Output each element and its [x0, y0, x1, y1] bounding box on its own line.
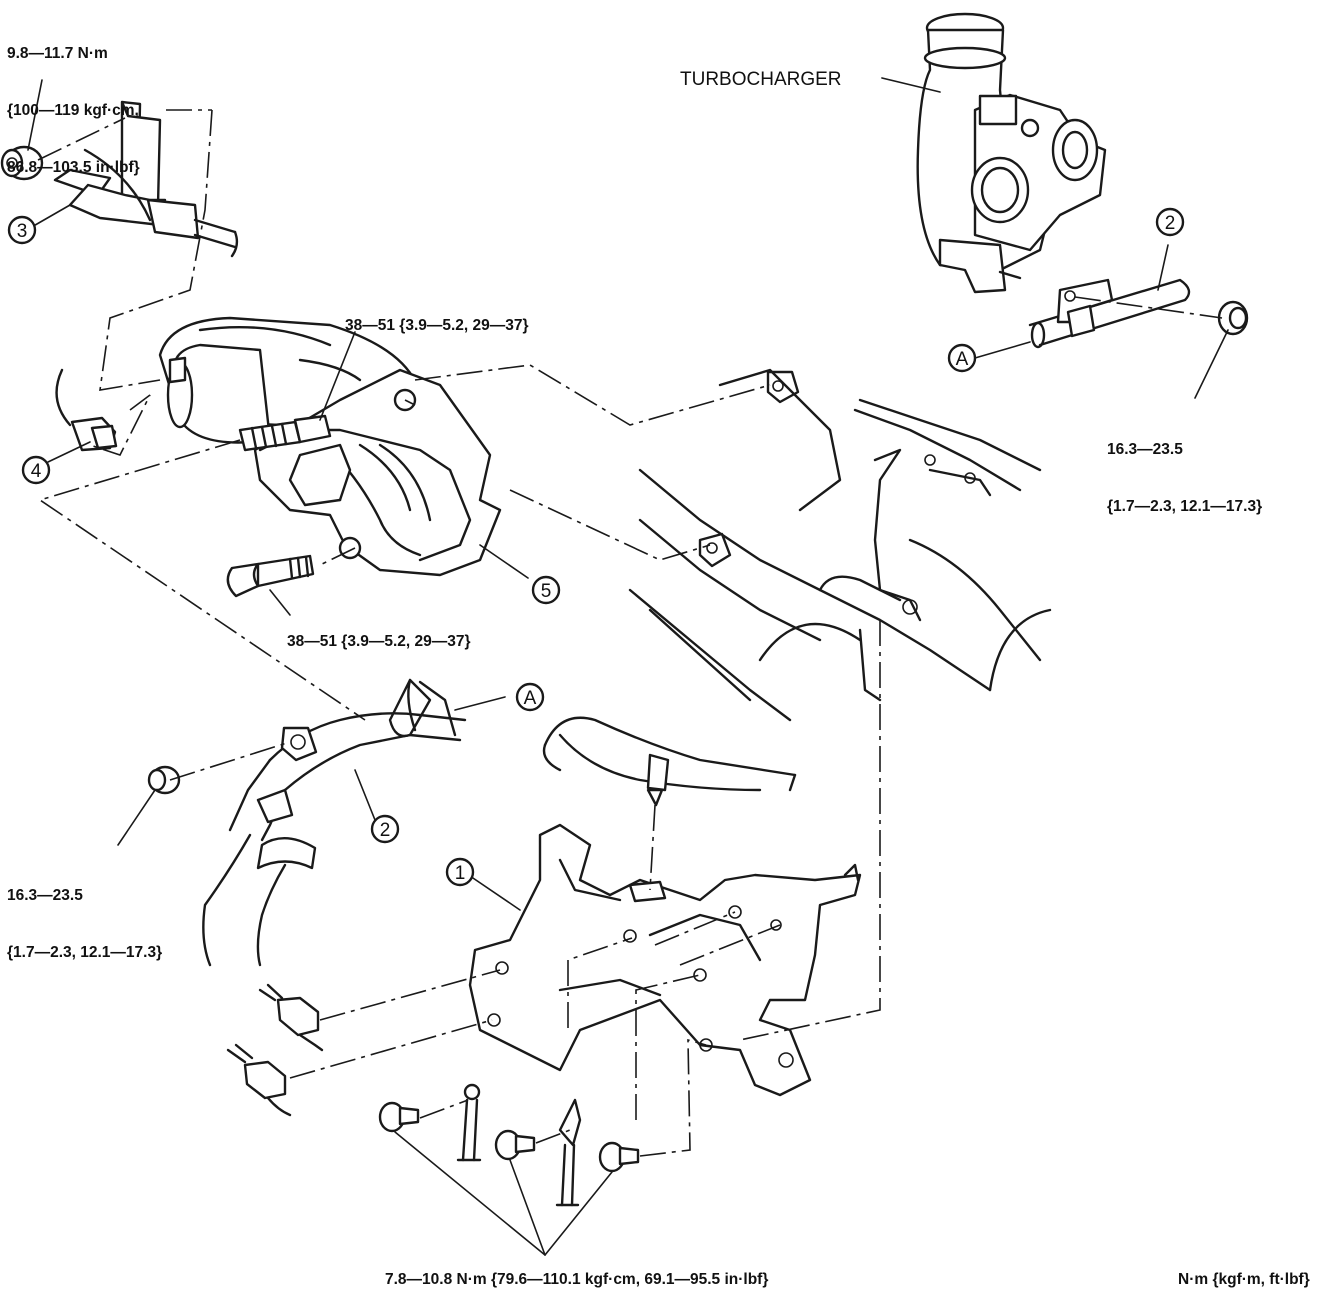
reference-a-lower: A [515, 682, 545, 712]
engine-boss-middle [698, 532, 732, 568]
torque-spec-pipe-nut-lower-line2: {1.7—2.3, 12.1—17.3} [7, 944, 163, 961]
svg-text:4: 4 [31, 461, 42, 482]
engine-boss-lower [902, 599, 918, 615]
turbocharger-illustration [916, 12, 1107, 294]
leader-lines [27, 77, 1229, 1256]
torque-spec-pipe-nut-upper: 16.3—23.5 {1.7—2.3, 12.1—17.3} [1107, 402, 1262, 535]
svg-text:2: 2 [380, 820, 391, 841]
bolt-right [598, 1141, 640, 1173]
reference-a-upper: A [947, 343, 977, 373]
connector-4-illustration [55, 368, 118, 452]
flange-nut-top [0, 145, 44, 181]
torque-spec-pipe-nut-lower-line1: 16.3—23.5 [7, 887, 83, 904]
engine-block-outline [628, 368, 1052, 722]
flange-nut-lower [147, 765, 181, 795]
torque-spec-bracket-bolts: 7.8—10.8 N·m {79.6—110.1 kgf·cm, 69.1—95… [385, 1271, 769, 1288]
svg-text:5: 5 [541, 581, 552, 602]
ground-strap-left [456, 1083, 482, 1162]
connector-lower-1 [258, 983, 324, 1052]
turbocharger-label: TURBOCHARGER [680, 69, 842, 90]
bracket-1-illustration [468, 823, 862, 1097]
flange-nut-right [1217, 300, 1249, 336]
assembly-lines [37, 109, 1223, 1157]
pipe-2-illustration [202, 678, 467, 967]
units-legend: N·m {kgf·m, ft·lbf} [1178, 1271, 1310, 1288]
bolt-middle [494, 1129, 536, 1161]
callout-4: 4 [21, 455, 51, 485]
torque-spec-clip-nut-line2: {100—119 kgf·cm, [7, 102, 139, 119]
torque-spec-starter-terminal: 38—51 {3.9—5.2, 29—37} [345, 317, 529, 334]
bolt-left [378, 1101, 420, 1133]
callout-3: 3 [7, 215, 37, 245]
connector-lower-2 [226, 1043, 292, 1117]
torque-spec-pipe-nut-lower: 16.3—23.5 {1.7—2.3, 12.1—17.3} [7, 848, 162, 981]
torque-spec-clip-nut: 9.8—11.7 N·m {100—119 kgf·cm, 86.8—103.5… [7, 6, 140, 196]
callout-2-upper: 2 [1155, 207, 1185, 237]
starter-mounting-bolt [226, 554, 315, 598]
harness-clip-illustration [53, 100, 239, 258]
svg-text:A: A [524, 688, 537, 709]
ground-strap-right [555, 1098, 582, 1207]
starter-terminal-stud [238, 414, 332, 452]
coolant-hose-illustration [542, 716, 797, 807]
torque-spec-pipe-nut-upper-line1: 16.3—23.5 [1107, 441, 1183, 458]
starter-motor-illustration [158, 316, 502, 577]
pipe-2-upper-illustration [1028, 278, 1191, 349]
svg-text:1: 1 [455, 863, 466, 884]
svg-text:3: 3 [17, 221, 28, 242]
torque-spec-starter-bolt: 38—51 {3.9—5.2, 29—37} [287, 633, 471, 650]
engine-boss-upper [766, 370, 800, 404]
torque-spec-clip-nut-line1: 9.8—11.7 N·m [7, 45, 108, 62]
callout-1: 1 [445, 857, 475, 887]
callout-5: 5 [531, 575, 561, 605]
callout-2-lower: 2 [370, 814, 400, 844]
torque-spec-clip-nut-line3: 86.8—103.5 in·lbf} [7, 159, 140, 176]
svg-text:2: 2 [1165, 213, 1176, 234]
svg-text:A: A [956, 349, 969, 370]
torque-spec-pipe-nut-upper-line2: {1.7—2.3, 12.1—17.3} [1107, 498, 1263, 515]
